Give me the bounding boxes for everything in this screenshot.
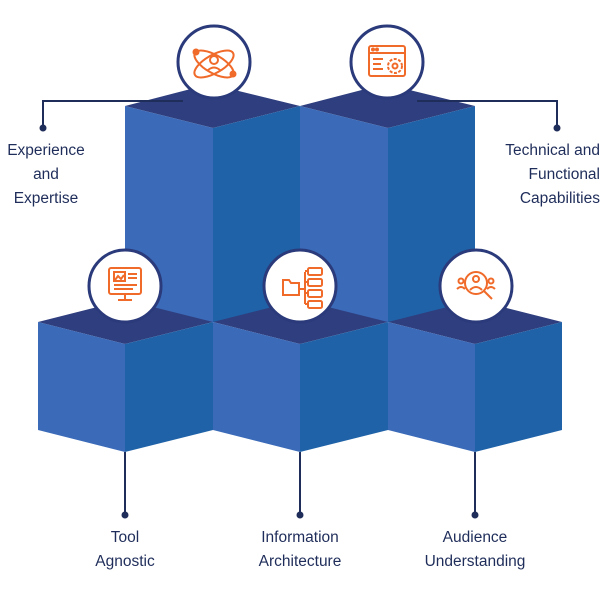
label-audience-line-2: Understanding [424, 553, 526, 570]
label-technical-line-3: Capabilities [519, 190, 600, 207]
monitor-document-icon [108, 267, 142, 301]
label-experience-line-1: Experience [7, 142, 85, 159]
connector-dot-experience [39, 124, 47, 132]
label-tool-line-2: Agnostic [95, 553, 155, 570]
connector-dot-audience [471, 511, 479, 519]
connector-experience [42, 100, 183, 128]
connector-technical [417, 100, 558, 128]
connector-dot-information [296, 511, 304, 519]
folder-hierarchy-icon [282, 267, 323, 309]
label-technical-line-2: Functional [528, 166, 600, 183]
connector-dot-tool [121, 511, 129, 519]
label-tool-line-1: Tool [110, 529, 140, 546]
icon-badge-information [262, 248, 338, 324]
icon-badge-tool [87, 248, 163, 324]
label-audience-line-1: Audience [442, 529, 508, 546]
connector-dot-technical [553, 124, 561, 132]
group-search-icon [456, 271, 496, 300]
label-technical-line-1: Technical and [505, 142, 600, 159]
icon-badge-audience [438, 248, 514, 324]
icon-badge-experience [176, 24, 252, 100]
label-experience-line-3: Expertise [13, 190, 79, 207]
label-tool: Tool Agnostic [40, 526, 210, 574]
label-experience: Experience and Expertise [0, 139, 131, 211]
label-information-line-1: Information [261, 529, 339, 546]
label-technical: Technical and Functional Capabilities [430, 139, 600, 211]
label-audience: Audience Understanding [390, 526, 560, 574]
label-information-line-2: Architecture [258, 553, 342, 570]
label-information: Information Architecture [215, 526, 385, 574]
icon-badge-technical [349, 24, 425, 100]
label-experience-line-2: and [33, 166, 59, 183]
browser-gear-icon [368, 45, 406, 77]
atom-person-icon [192, 48, 237, 79]
